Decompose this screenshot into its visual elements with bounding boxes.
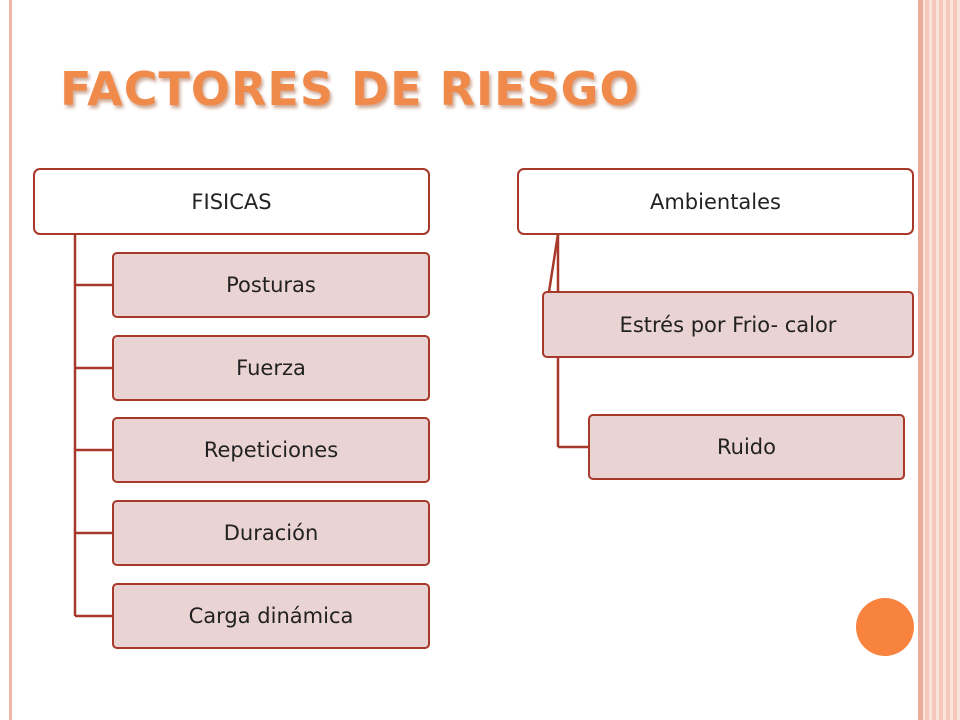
node-label: FISICAS: [191, 189, 272, 214]
node-label: Carga dinámica: [188, 604, 354, 628]
node-fisicas: FISICAS: [33, 168, 430, 235]
node-label: Repeticiones: [203, 438, 339, 462]
node-duracion: Duración: [112, 500, 430, 566]
node-repeticiones: Repeticiones: [112, 417, 430, 483]
node-label: Posturas: [226, 273, 316, 297]
node-ambientales: Ambientales: [517, 168, 914, 235]
slide-frame-right-edge: [918, 0, 923, 720]
node-fuerza: Fuerza: [112, 335, 430, 401]
node-label: Ambientales: [649, 189, 781, 214]
decorative-circle: [856, 598, 914, 656]
slide-frame-right: [918, 0, 960, 720]
node-label: Estrés por Frio- calor: [619, 312, 837, 337]
node-label: Duración: [223, 521, 319, 545]
node-posturas: Posturas: [112, 252, 430, 318]
slide-title: FACTORES DE RIESGO: [60, 62, 640, 116]
node-label: Ruido: [717, 435, 776, 459]
node-carga-dinamica: Carga dinámica: [112, 583, 430, 649]
node-ruido: Ruido: [588, 414, 905, 480]
node-estres-frio-calor: Estrés por Frio- calor: [542, 291, 914, 358]
node-label: Fuerza: [236, 356, 306, 380]
slide-frame-left: [9, 0, 12, 720]
